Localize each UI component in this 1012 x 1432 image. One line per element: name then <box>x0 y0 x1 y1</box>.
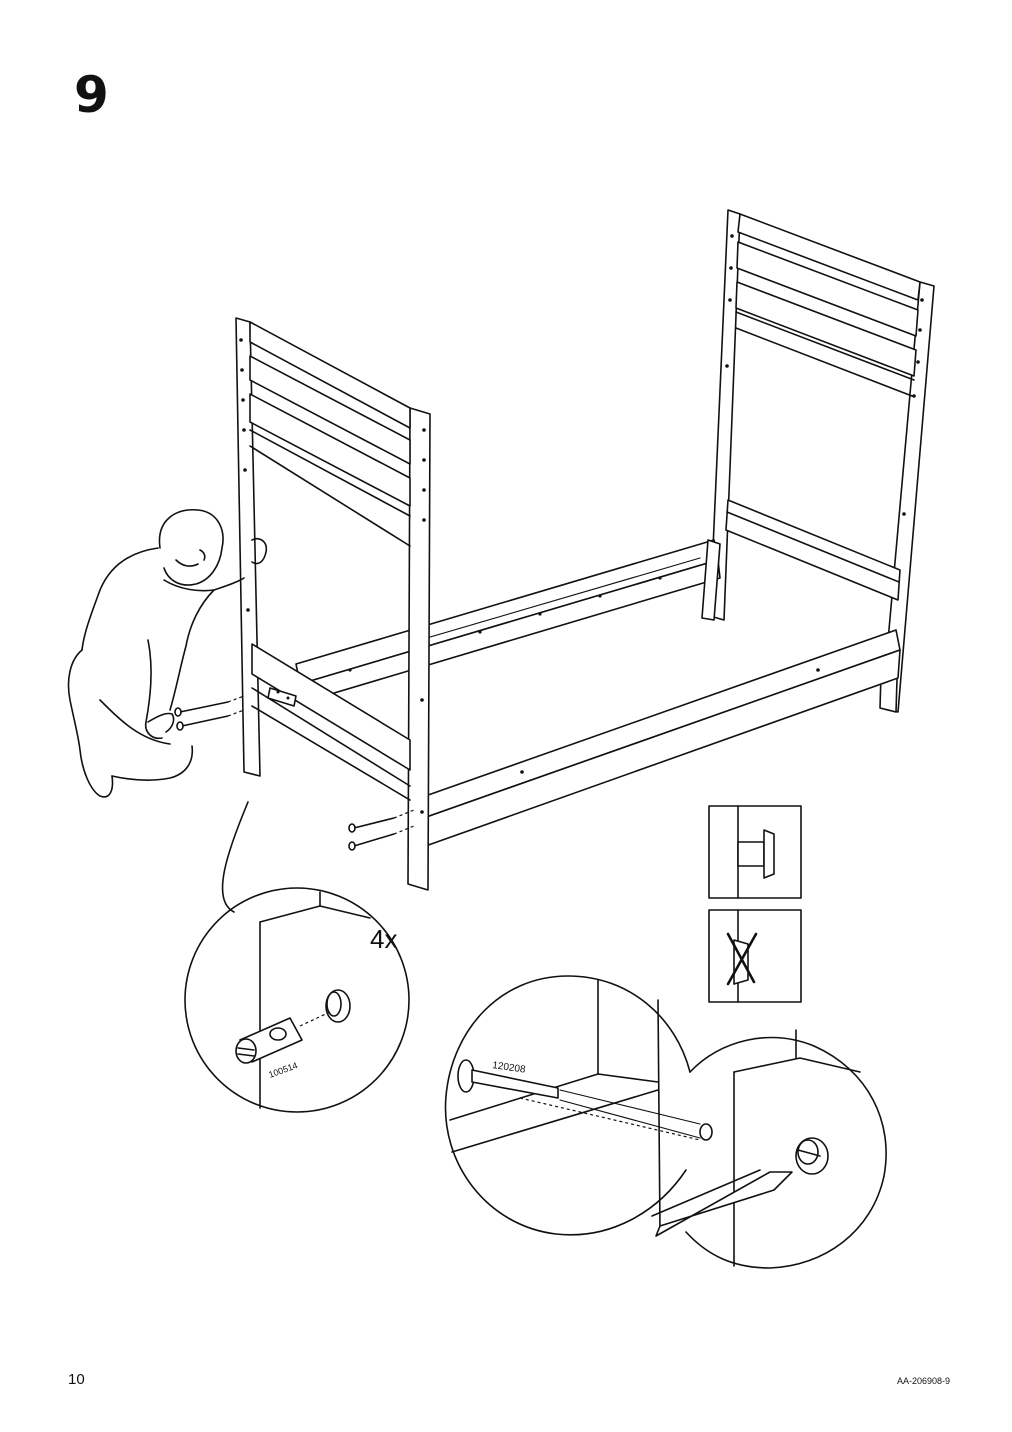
fit-check-icons <box>708 805 802 1003</box>
side-rail-front <box>413 629 901 849</box>
side-rail-back <box>295 539 721 703</box>
detail-barrel-nut: 100514 4x <box>184 801 410 1113</box>
page-number: 10 <box>68 1371 85 1388</box>
bolts <box>174 695 415 851</box>
screwdriver <box>651 1169 793 1237</box>
step-number: 9 <box>74 66 109 124</box>
barrel-nut-label: 100514 <box>267 1060 299 1080</box>
bolt-label: 120208 <box>492 1060 527 1076</box>
quantity-label: 4x <box>370 924 397 954</box>
bolt-head-flush-icon <box>708 805 802 899</box>
bolt-head-crossed-icon <box>708 909 802 1003</box>
front-headboard <box>235 317 431 891</box>
bolt-part <box>457 1059 713 1141</box>
kneeling-person <box>67 509 268 798</box>
barrel-nut-part <box>235 1011 331 1064</box>
back-headboard <box>709 209 935 713</box>
document-code: AA-206908-9 <box>896 1376 950 1386</box>
detail-bolt-screwdriver: 120208 <box>444 975 887 1269</box>
bed-frame <box>174 209 935 891</box>
